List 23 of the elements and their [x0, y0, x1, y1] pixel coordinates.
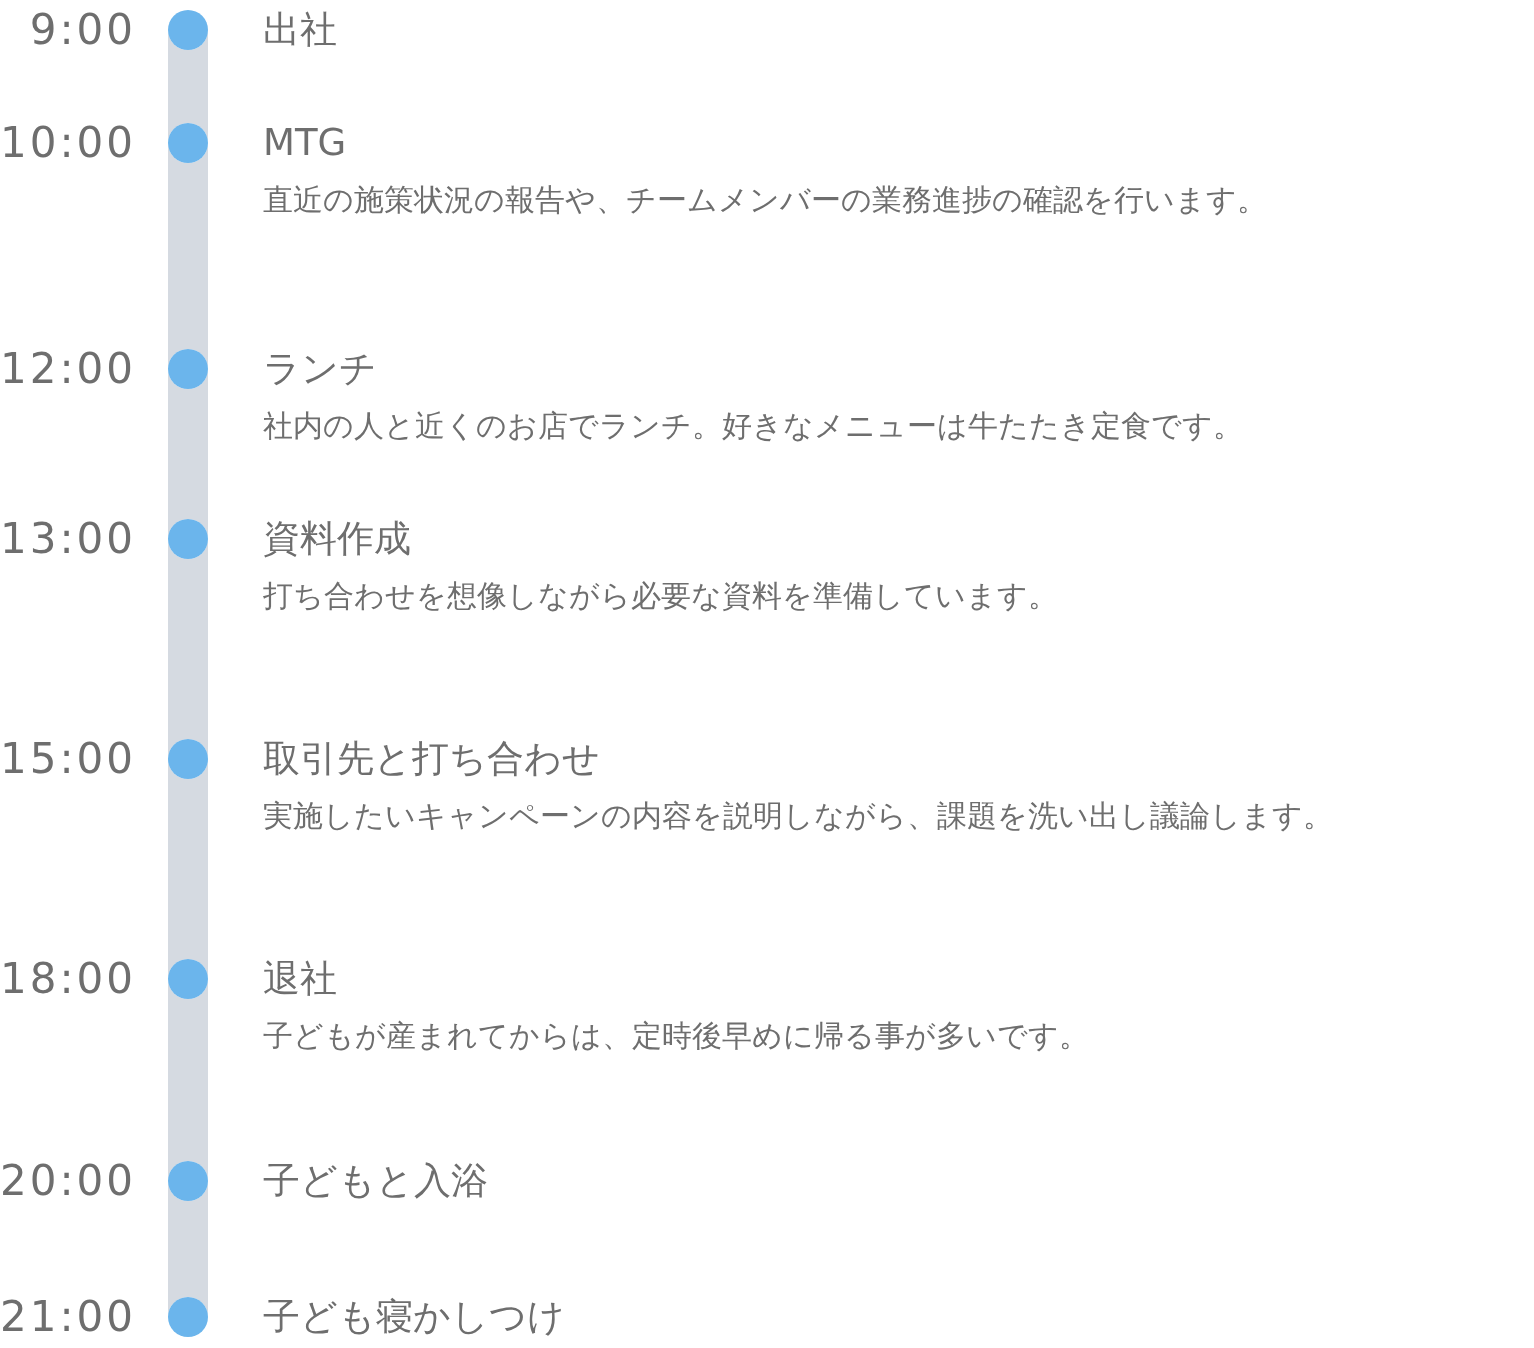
time-label: 21:00 — [0, 1296, 136, 1338]
event-title: 出社 — [263, 11, 337, 48]
event-title: ランチ — [263, 350, 377, 387]
time-label: 18:00 — [0, 958, 136, 1000]
event-title: 退社 — [263, 960, 337, 997]
timeline-dot — [168, 10, 208, 50]
event-title: 子どもと入浴 — [263, 1162, 488, 1199]
event-title: 子ども寝かしつけ — [263, 1298, 565, 1335]
event-title: 資料作成 — [263, 520, 411, 557]
event-description: 直近の施策状況の報告や、チームメンバーの業務進捗の確認を行います。 — [263, 185, 1267, 215]
event-description: 社内の人と近くのお店でランチ。好きなメニューは牛たたき定食です。 — [263, 411, 1243, 441]
event-description: 子どもが産まれてからは、定時後早めに帰る事が多いです。 — [263, 1021, 1089, 1051]
event-description: 打ち合わせを想像しながら必要な資料を準備しています。 — [263, 581, 1058, 611]
time-label: 13:00 — [0, 518, 136, 560]
event-title: 取引先と打ち合わせ — [263, 740, 600, 777]
time-label: 15:00 — [0, 738, 136, 780]
timeline-dot — [168, 1297, 208, 1337]
event-description: 実施したいキャンペーンの内容を説明しながら、課題を洗い出し議論します。 — [263, 801, 1333, 831]
time-label: 10:00 — [0, 122, 136, 164]
time-label: 9:00 — [29, 9, 136, 51]
event-title: MTG — [263, 124, 347, 161]
time-label: 12:00 — [0, 348, 136, 390]
time-label: 20:00 — [0, 1160, 136, 1202]
